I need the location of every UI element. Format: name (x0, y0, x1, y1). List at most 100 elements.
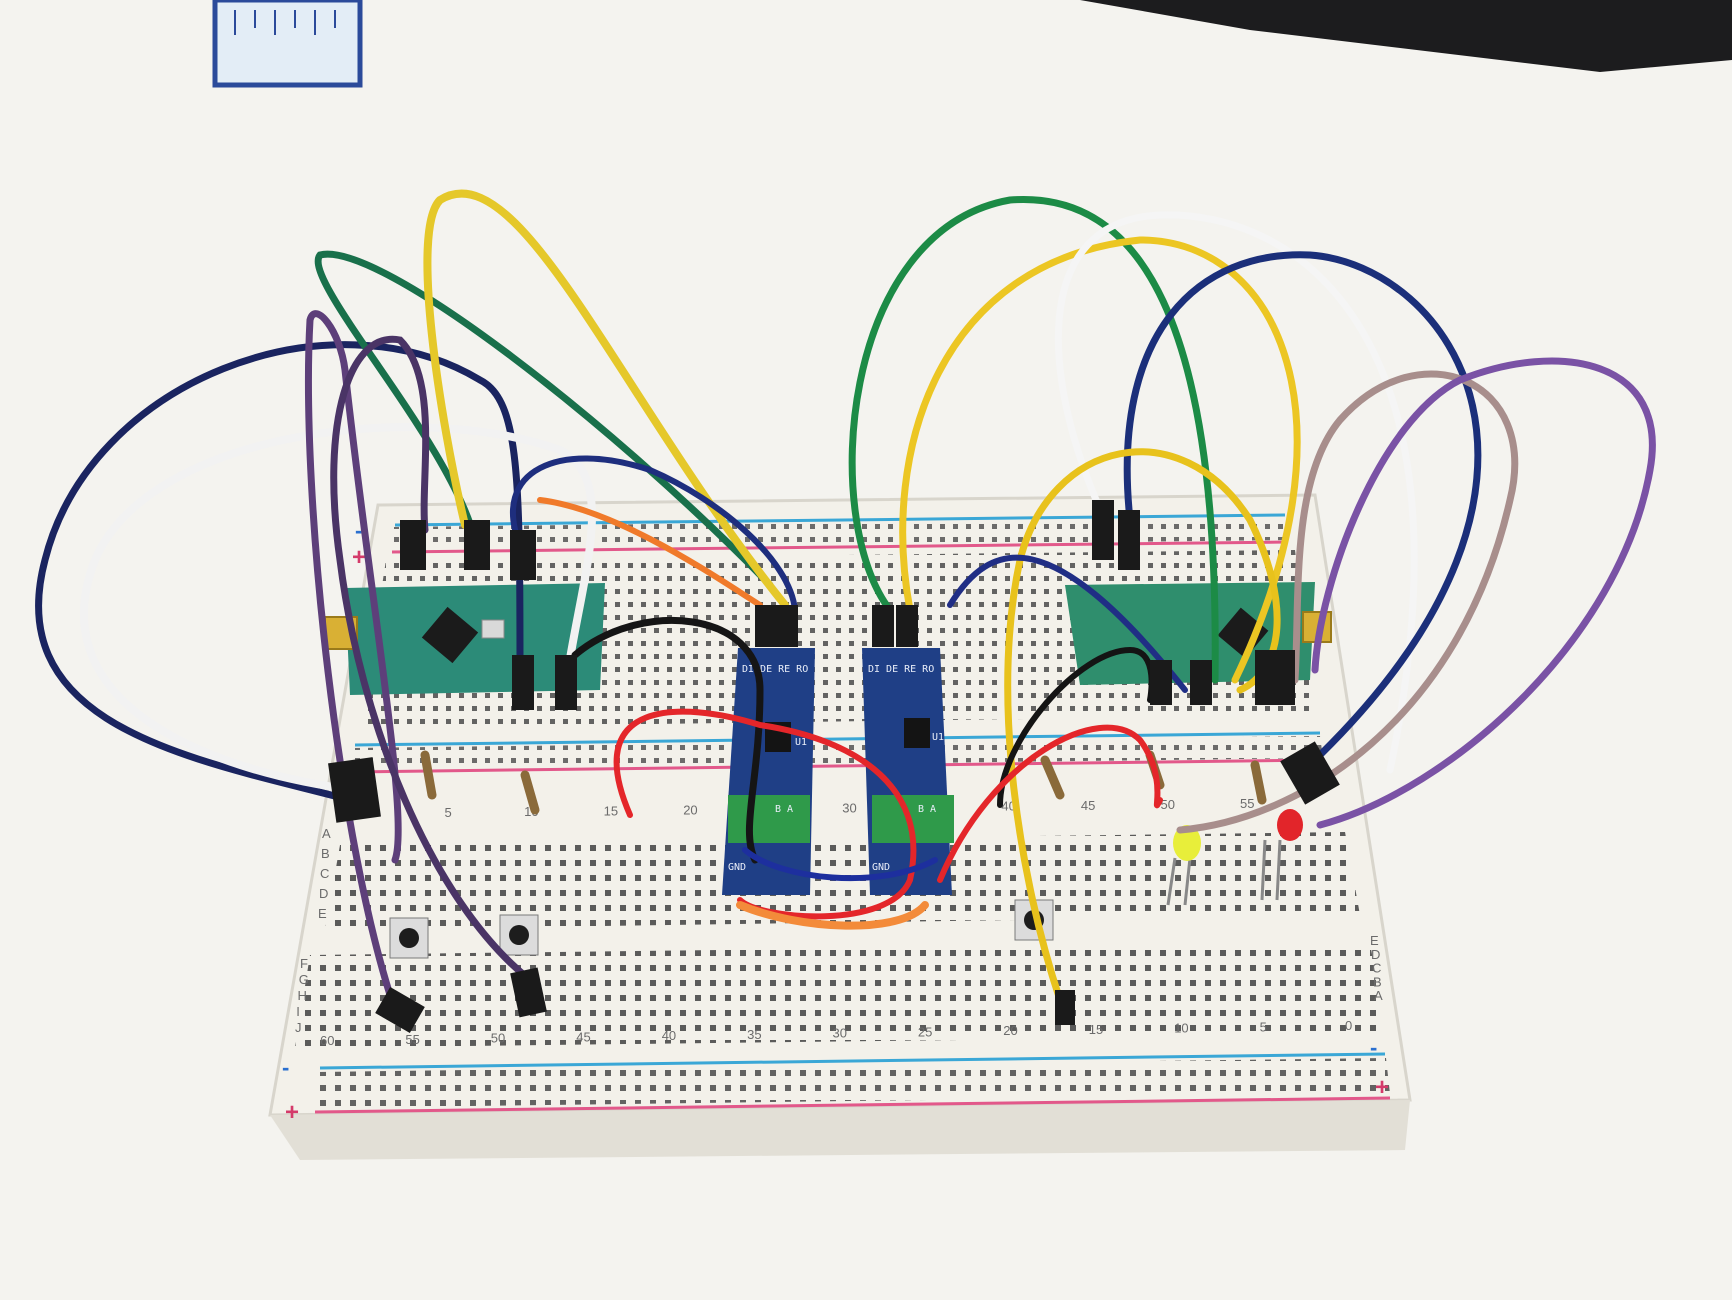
wire-purple-right (1311, 357, 1656, 829)
wire-yellow-right-1 (899, 236, 1301, 684)
row-letter-lower-4: J (295, 1020, 302, 1035)
rail-minus-left-lower: - (282, 1055, 289, 1080)
row-letter-upper-3: D (319, 886, 328, 901)
column-number-upper-3: 15 (604, 803, 618, 818)
mcu-chip-right (1217, 607, 1269, 659)
dark-object (1080, 0, 1732, 72)
column-number-lower-0: 60 (320, 1033, 334, 1048)
wire-red-right (937, 724, 1163, 883)
wire-orange-center (537, 497, 763, 608)
transceiver-1-terminal: B A (775, 804, 793, 815)
rail-minus-left-upper: - (355, 518, 362, 543)
row-letter-right-0: E (1370, 933, 1379, 948)
rail-plus-left-lower: + (285, 1099, 299, 1126)
mcu-chip-left (421, 606, 479, 664)
connector-housings (328, 500, 1340, 1033)
column-number-lower-4: 40 (662, 1028, 676, 1043)
column-number-upper-10: 50 (1161, 797, 1175, 812)
row-letter-upper-0: A (322, 826, 331, 841)
terminal-strip-lower-b (295, 942, 1385, 1048)
wire-green-left (314, 250, 774, 589)
pushbutton-1 (389, 917, 429, 959)
wire-blue-right-short (947, 554, 1188, 693)
transceiver-2-ic-label: U1 (932, 732, 944, 743)
column-number-lower-5: 35 (747, 1027, 761, 1042)
rail-plus-right-lower: + (1375, 1074, 1389, 1101)
rail-line-blue-middle (354, 731, 1321, 747)
row-letter-upper-4: E (318, 906, 327, 921)
resistor-5 (1250, 760, 1267, 805)
wire-white-right (1054, 211, 1418, 774)
jumper-wires (35, 189, 1656, 1014)
wire-black-center (571, 616, 764, 864)
transceiver-1-gnd: GND (728, 862, 746, 873)
wire-yellow-left (423, 189, 789, 609)
transceiver-2-terminal: B A (918, 804, 936, 815)
column-number-lower-9: 15 (1089, 1022, 1103, 1037)
transceiver-2-ic (904, 718, 930, 748)
column-number-upper-6: 30 (842, 801, 856, 816)
resistor-1 (420, 750, 437, 800)
column-number-lower-12: 0 (1345, 1018, 1352, 1033)
column-number-lower-6: 30 (833, 1026, 847, 1041)
wire-mauve-right (1176, 370, 1519, 834)
transceiver-module-1: DI DE RE RO U1 B A GND (722, 648, 815, 895)
terminal-block-1 (728, 795, 810, 843)
row-letter-right-3: B (1373, 974, 1382, 989)
led-yellow (1166, 825, 1201, 906)
row-letter-upper-2: C (320, 866, 329, 881)
rail-line-red-middle (349, 758, 1326, 774)
transceiver-1-pins: DI DE RE RO (742, 664, 808, 675)
column-number-lower-11: 5 (1260, 1019, 1267, 1034)
row-letter-right-4: A (1374, 988, 1383, 1003)
column-number-lower-1: 55 (405, 1032, 419, 1047)
rail-line-red-lower (314, 1096, 1391, 1114)
transceiver-2-pins: DI DE RE RO (868, 664, 934, 675)
column-number-lower-7: 25 (918, 1024, 932, 1039)
resistor-3 (1040, 755, 1065, 800)
column-number-lower-2: 50 (491, 1031, 505, 1046)
row-letter-lower-1: G (299, 972, 309, 987)
pushbutton-2 (499, 914, 539, 956)
row-letter-lower-3: I (296, 1004, 300, 1019)
column-number-upper-4: 20 (683, 802, 697, 817)
wire-purple-left-2 (330, 335, 534, 984)
row-letter-right-2: C (1372, 961, 1381, 976)
rail-minus-right-lower: - (1370, 1035, 1377, 1060)
reset-button-left (481, 619, 505, 639)
wire-navy-right (1123, 251, 1482, 759)
led-red (1260, 809, 1303, 901)
wire-blue-center (510, 455, 798, 613)
rail-holes-lower (315, 1058, 1390, 1108)
microcontroller-left (324, 583, 605, 695)
transceiver-1-ic-label: U1 (795, 737, 807, 748)
row-letter-lower-2: H (298, 988, 307, 1003)
column-number-upper-11: 55 (1240, 796, 1254, 811)
row-letter-lower-0: F (300, 956, 308, 971)
wire-blue-short (742, 847, 938, 882)
row-letter-upper-1: B (321, 846, 330, 861)
row-letter-right-1: D (1371, 947, 1380, 962)
wire-green-right (848, 195, 1219, 684)
ruler-ticks (234, 10, 336, 35)
rail-plus-left-upper: + (352, 544, 366, 571)
resistor-2 (520, 770, 540, 815)
breadboard-front-edge (270, 1100, 1410, 1160)
column-number-upper-1: 5 (445, 805, 452, 820)
column-number-lower-8: 20 (1003, 1023, 1017, 1038)
rail-holes-middle (350, 736, 1323, 770)
column-number-lower-3: 45 (576, 1029, 590, 1044)
wire-orange-bottom (736, 901, 929, 930)
wire-red-center (613, 708, 917, 920)
transceiver-2-gnd: GND (872, 862, 890, 873)
ruler (212, 0, 363, 88)
column-number-lower-10: 10 (1174, 1021, 1188, 1036)
rail-line-blue-lower (319, 1052, 1386, 1070)
wire-yellow-right-2 (1004, 448, 1281, 1004)
column-number-upper-9: 45 (1081, 798, 1095, 813)
